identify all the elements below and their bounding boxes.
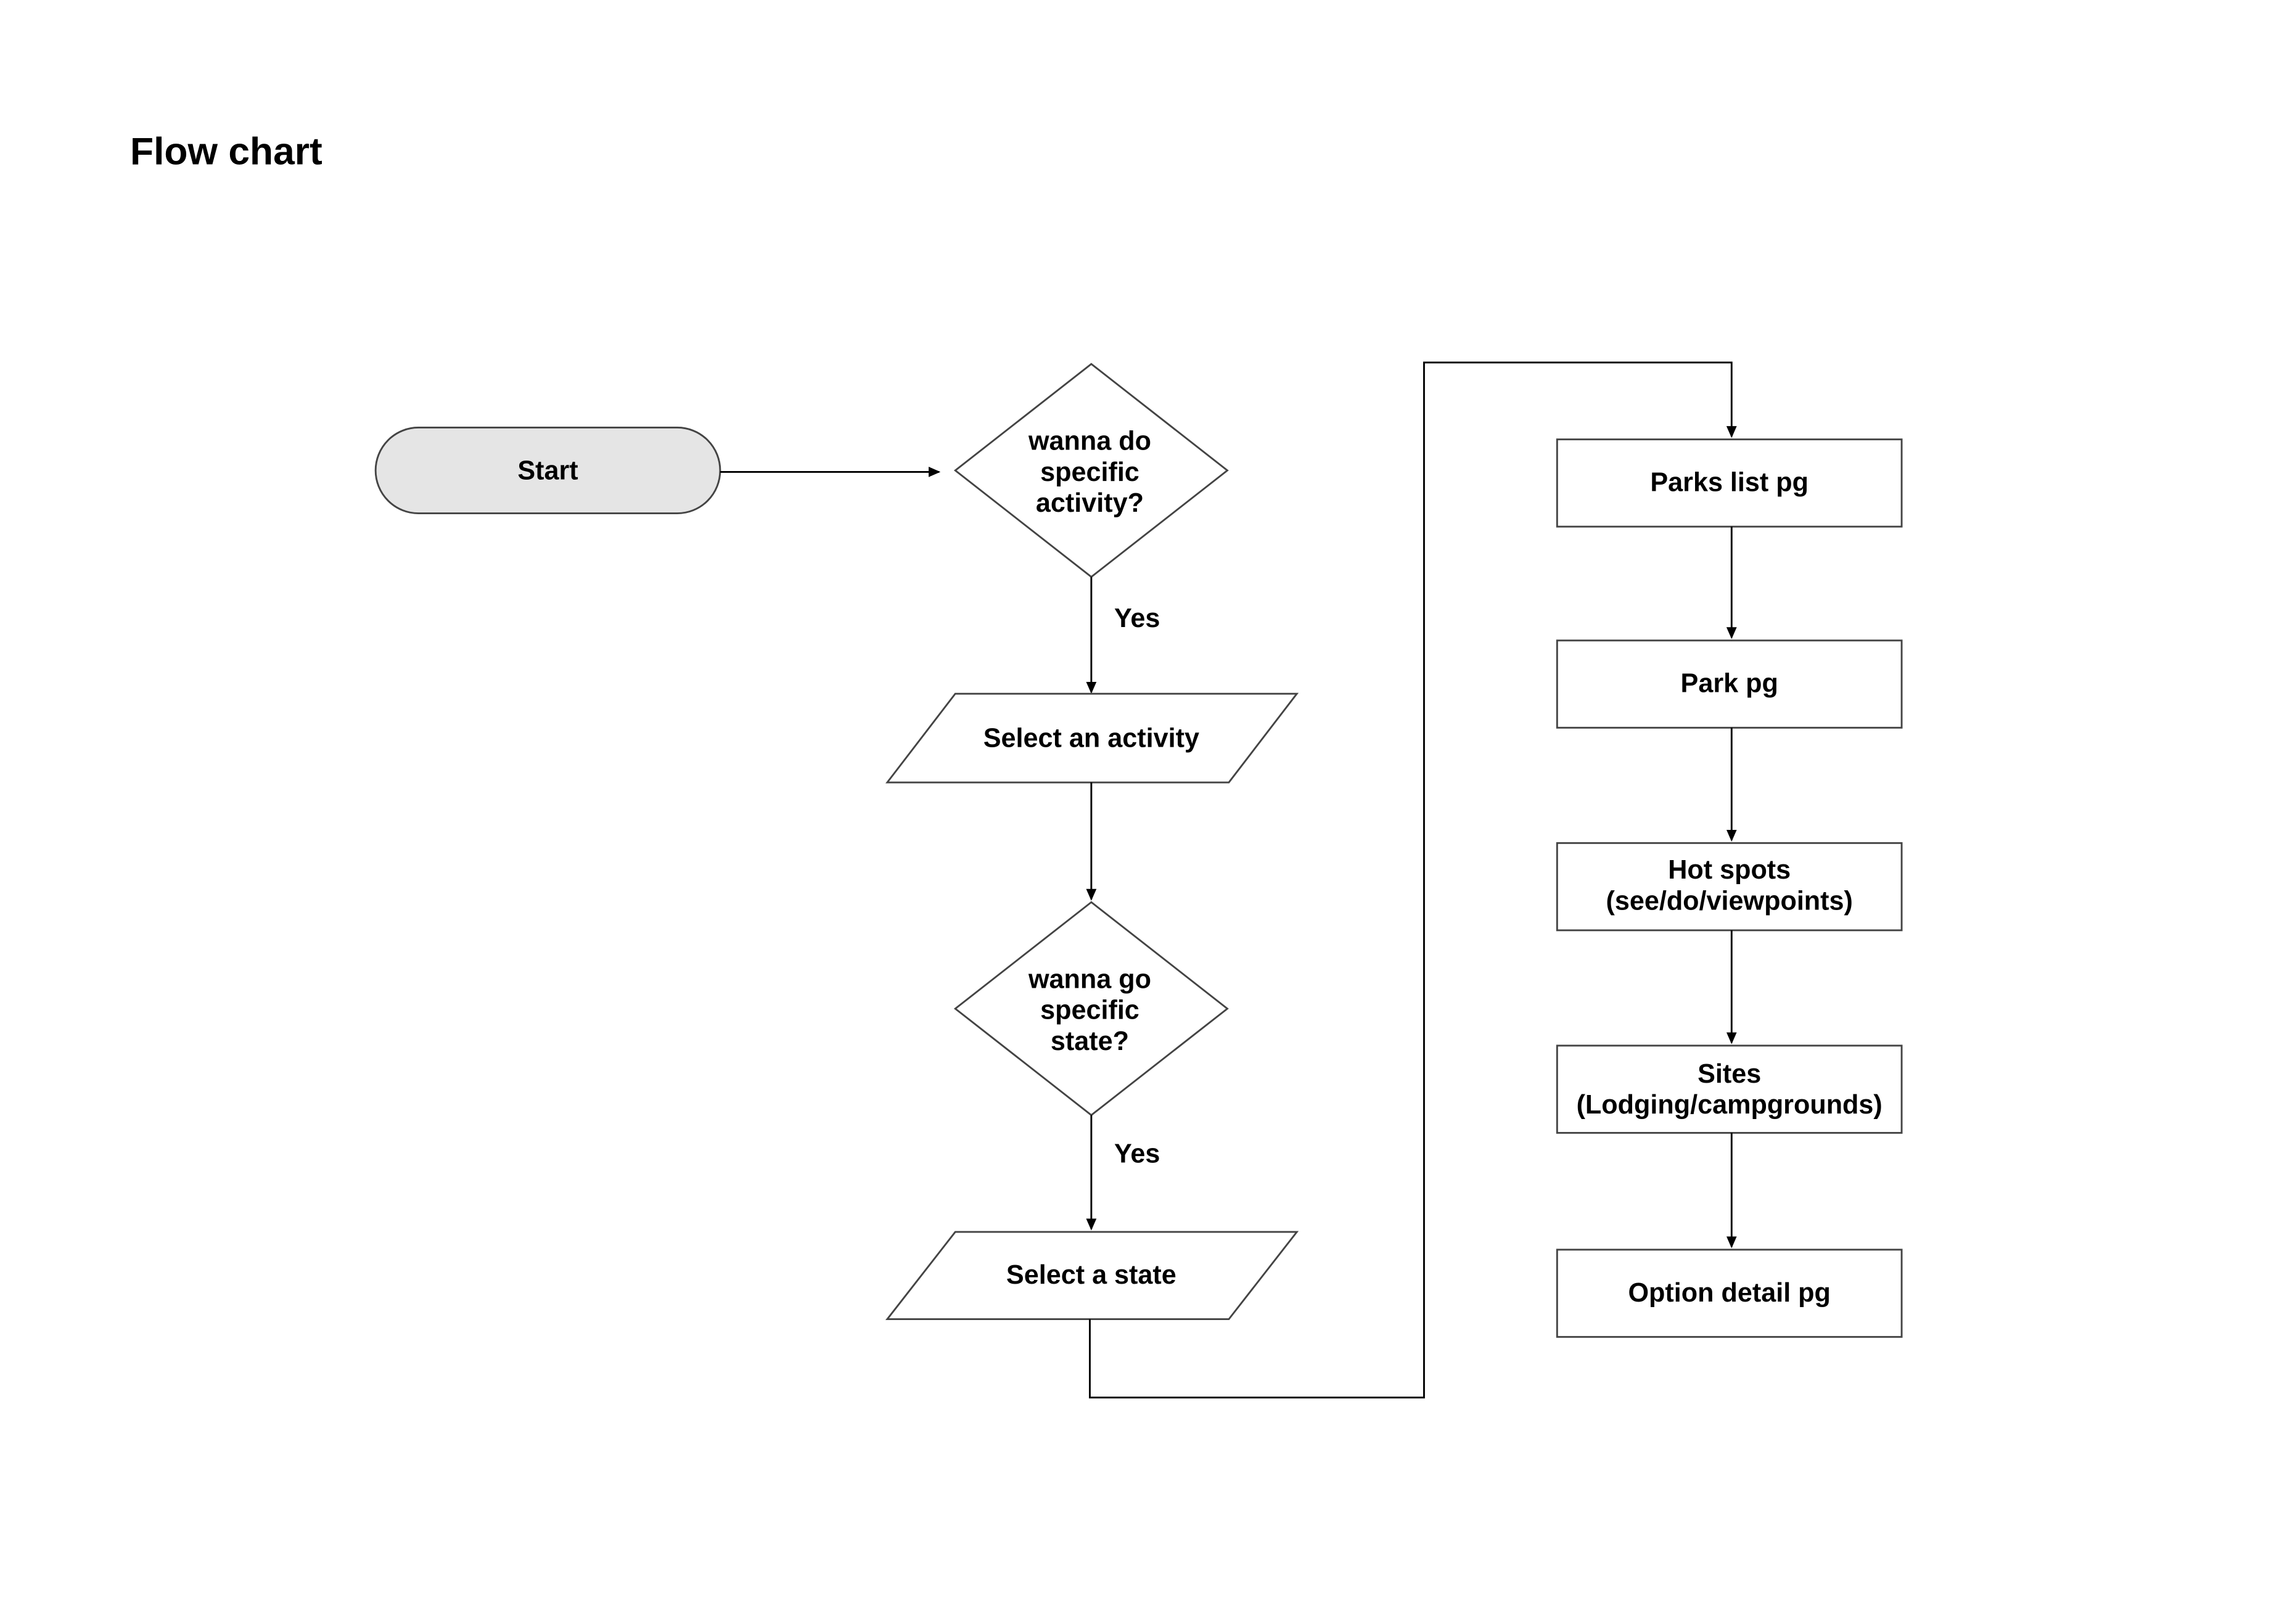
decision-state-node: wanna go specific state? xyxy=(953,901,1229,1117)
hot-spots-line2: (see/do/viewpoints) xyxy=(1606,886,1852,916)
select-state-label: Select a state xyxy=(1006,1260,1176,1290)
sites-node: Sites (Lodging/campgrounds) xyxy=(1556,1044,1903,1134)
decision-state-line2: specific xyxy=(1040,996,1139,1025)
parks-list-node: Parks list pg xyxy=(1556,438,1903,528)
decision-activity-line1: wanna do xyxy=(1028,426,1151,456)
option-detail-node: Option detail pg xyxy=(1556,1249,1903,1338)
decision-activity-line3: activity? xyxy=(1036,488,1144,518)
start-node: Start xyxy=(374,427,721,515)
park-node: Park pg xyxy=(1556,639,1903,729)
decision-state-line1: wanna go xyxy=(1028,964,1151,994)
page-title: Flow chart xyxy=(130,131,322,173)
hot-spots-node: Hot spots (see/do/viewpoints) xyxy=(1556,842,1903,932)
decision-activity-node: wanna do specific activity? xyxy=(953,363,1229,578)
sites-line2: (Lodging/campgrounds) xyxy=(1577,1090,1882,1120)
sites-line1: Sites xyxy=(1698,1059,1761,1089)
edge-label-yes-2: Yes xyxy=(1114,1139,1160,1168)
decision-activity-line2: specific xyxy=(1040,457,1139,487)
select-state-node: Select a state xyxy=(885,1231,1299,1321)
park-label: Park pg xyxy=(1681,669,1778,699)
hot-spots-line1: Hot spots xyxy=(1668,855,1791,885)
arrow-state-to-parks-list xyxy=(1089,361,1737,1399)
option-detail-label: Option detail pg xyxy=(1628,1278,1830,1308)
decision-state-line3: state? xyxy=(1051,1027,1129,1056)
edge-label-yes-1: Yes xyxy=(1114,604,1160,633)
start-label: Start xyxy=(517,456,578,485)
parks-list-label: Parks list pg xyxy=(1650,468,1808,498)
select-activity-node: Select an activity xyxy=(885,692,1299,784)
select-activity-label: Select an activity xyxy=(983,723,1199,753)
